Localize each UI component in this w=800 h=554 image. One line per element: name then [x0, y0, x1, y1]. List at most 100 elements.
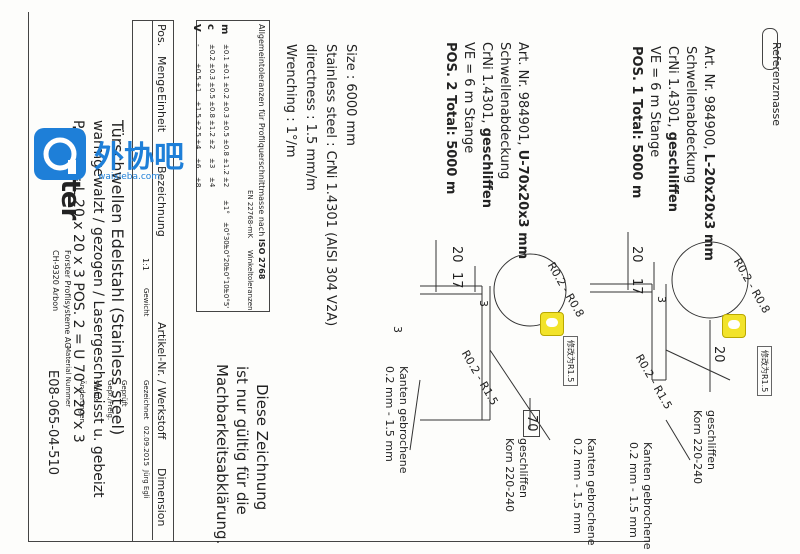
- l-dim-20-side: 20: [711, 346, 726, 363]
- tol-cell: ±1.2: [222, 158, 230, 175]
- tol-row-v: V: [191, 24, 202, 32]
- tol-cell: ±2: [208, 139, 216, 150]
- watermark: 外协吧 waixieba.com: [28, 122, 208, 186]
- watermark-logo-icon: [34, 128, 86, 180]
- part1-material: CrNi 1.4301, geschliffen: [665, 46, 680, 212]
- tol-cell: ±0.8: [208, 101, 216, 118]
- watermark-name: 外协吧: [94, 140, 184, 175]
- l-edge-range-2: 0.2 mm - 1.5 mm: [571, 438, 584, 534]
- part1-length: VE = 6 m Stange: [647, 46, 662, 158]
- u-finish-label: geschliffen: [517, 438, 530, 498]
- tol-angle-cell: ±0°10': [222, 266, 230, 291]
- scale: 1:1: [141, 258, 150, 271]
- l-edge-label-2: Kanten gebrochene: [585, 438, 598, 546]
- part2-name: Schwellenabdeckung: [497, 42, 512, 180]
- part2-material: CrNi 1.4301, geschliffen: [479, 42, 494, 208]
- u-detail-circle: [493, 253, 567, 327]
- spec-steel: Stainless steel : CrNi 1.4301 (AISI 304 …: [323, 44, 338, 327]
- tol-cell: ±1: [194, 82, 202, 93]
- u-dim-70: 70: [523, 410, 540, 437]
- tol-cell: ±0.1: [222, 44, 230, 61]
- l-finish-label: geschliffen: [705, 410, 718, 470]
- l-dim-17: 17: [629, 278, 644, 295]
- tol-cell: ±1.2: [208, 120, 216, 137]
- tol-cell: ±1.5: [194, 101, 202, 118]
- tol-cell: ±0.3: [222, 101, 230, 118]
- u-edge-label: Kanten gebrochene: [397, 366, 410, 474]
- gezeichnet-date: 02.09.2015: [142, 426, 150, 467]
- company-city: CH-9320 Arbon: [51, 250, 60, 312]
- part2-art: Art. Nr. 984901, U-70x20x3 mm: [515, 42, 530, 260]
- drawing-u-profile: [409, 240, 567, 451]
- col-pos: Pos.: [155, 24, 168, 47]
- spec-size: Size : 6000 mm: [343, 44, 358, 146]
- u-dim-17: 17: [449, 272, 464, 289]
- gewicht: Gewicht: [142, 288, 150, 317]
- drawing-number: E08-065-04-510: [45, 370, 60, 475]
- u-finish-grit: Korn 220-240: [503, 438, 516, 513]
- tol-cell: ±0.1: [222, 63, 230, 80]
- tol-row-c: c: [205, 24, 216, 30]
- parts-table: [132, 20, 174, 542]
- part2-total: POS. 2 Total: 5000 m: [443, 42, 458, 195]
- l-edge-range: 0.2 mm - 1.5 mm: [627, 442, 640, 538]
- leader-edge: [665, 419, 691, 461]
- tol-cell: ±0.3: [208, 63, 216, 80]
- tol-row-m: m: [219, 24, 230, 35]
- leader-finish: [665, 349, 731, 381]
- tol-angle-cell: ±0°5': [222, 288, 230, 309]
- detail-circle: [671, 241, 749, 319]
- notice-line1: Diese Zeichnung: [253, 384, 271, 511]
- tol-cell: ±0.2: [222, 82, 230, 99]
- frame-left: [28, 12, 29, 542]
- u-dim-3: 3: [477, 300, 490, 307]
- comment-badge-icon: [722, 314, 746, 338]
- tol-cell: ±0.5: [222, 120, 230, 137]
- tol-cell: ±2: [222, 177, 230, 188]
- table-divider: [152, 20, 153, 540]
- tol-cell: ±0.5: [194, 63, 202, 80]
- tolerance-col-hdr: Winkeltoleranzen: [246, 250, 254, 311]
- tol-cell: ±3: [208, 158, 216, 169]
- col-dimension: Dimension: [155, 468, 168, 527]
- part1-name: Schwellenabdeckung: [683, 46, 698, 184]
- watermark-url: waixieba.com: [98, 172, 161, 182]
- l-edge-label: Kanten gebrochene: [641, 442, 654, 550]
- col-artikel: Artikel-Nr. / Werkstoff: [155, 322, 168, 440]
- l-dim-3: 3: [655, 296, 668, 303]
- u-edge-range: 0.2 mm - 1.5 mm: [383, 366, 396, 462]
- tol-cell: -: [194, 44, 202, 47]
- tolerance-block: [196, 20, 270, 312]
- u-dim-20-top: 20: [449, 246, 464, 263]
- l-finish-grit: Korn 220-240: [691, 410, 704, 485]
- tolerance-title: Allgemeintoleranzen für Profilquerschnit…: [257, 24, 266, 280]
- frame-bottom: [28, 541, 650, 542]
- tol-cell: ±4: [208, 177, 216, 188]
- spec-wrenching: Wrenching : 1°/m: [283, 44, 298, 158]
- reference-frame: [762, 28, 778, 70]
- company-name: Forster Profilsysteme AG: [63, 250, 72, 349]
- gezeichnet-label: Gezeichnet: [142, 380, 150, 420]
- l-dim-20-top: 20: [629, 246, 644, 263]
- u-leader-edge: [409, 379, 421, 451]
- u-tag: 修改为R1.5: [563, 336, 578, 387]
- l-tag: 修改为R1.5: [757, 346, 772, 397]
- tol-cell: ±0.8: [222, 139, 230, 156]
- u-dim-3-side: 3: [391, 326, 404, 333]
- tol-angle-cell: ±1°: [222, 200, 230, 214]
- gezeichnet-name: Jürg Egli: [142, 470, 150, 499]
- tol-cell: ±0.2: [208, 44, 216, 61]
- tol-angle-cell: ±0°20': [222, 244, 230, 269]
- drawing-l-profile: [590, 232, 749, 461]
- tolerance-std2: EN 22768-mK: [246, 190, 254, 239]
- col-menge: Menge: [155, 56, 168, 93]
- notice-line2: ist nur gültig für die: [233, 366, 251, 515]
- u-leader-finish: [489, 349, 551, 441]
- tol-angle-cell: ±0°30': [222, 222, 230, 247]
- comment-badge-icon-2: [540, 312, 564, 336]
- tol-cell: ±0.5: [208, 82, 216, 99]
- part2-length: VE = 6 m Stange: [461, 42, 476, 154]
- spec-directness: directness : 1.5 mm/m: [303, 44, 318, 191]
- notice-line3: Machbarkeitsabklärung.: [213, 364, 231, 545]
